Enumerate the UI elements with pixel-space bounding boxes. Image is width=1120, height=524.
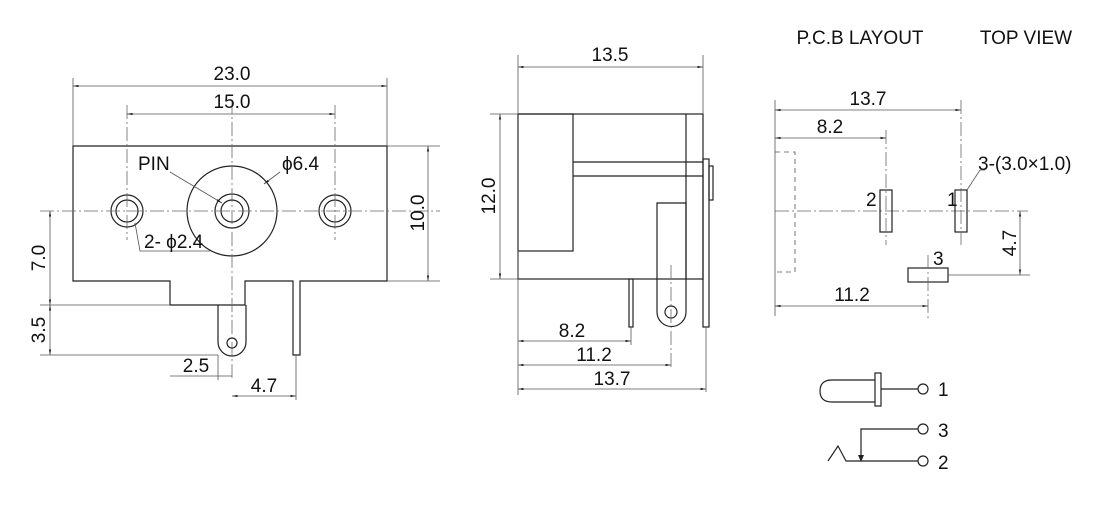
dia-holes: 2- ϕ2.4 xyxy=(144,232,204,253)
dim-pin-spacing: 4.7 xyxy=(251,376,277,397)
dim-height: 10.0 xyxy=(408,195,429,232)
dim-hole-spacing: 15.0 xyxy=(214,92,251,113)
pcb-title: P.C.B LAYOUT xyxy=(796,28,923,49)
dim-side-height: 12.0 xyxy=(479,178,500,215)
pad-spec: 3-(3.0×1.0) xyxy=(978,154,1071,175)
schematic: 1 3 2 xyxy=(819,372,949,474)
pad-label-2: 2 xyxy=(866,190,877,211)
dim-tab: 3.5 xyxy=(29,317,50,343)
pcb-dim-pad3: 11.2 xyxy=(834,285,870,306)
side-view: 13.5 12.0 8.2 11.2 13.7 xyxy=(479,45,714,395)
pin-label: PIN xyxy=(138,154,170,175)
dim-width: 23.0 xyxy=(214,64,251,85)
dim-pin-c: 13.7 xyxy=(594,369,631,390)
pcb-layout: P.C.B LAYOUT TOP VIEW 13.7 8.2 11.2 4.7 … xyxy=(774,28,1072,318)
schematic-pin-2: 2 xyxy=(938,453,949,474)
pcb-dim-offset: 4.7 xyxy=(1000,230,1021,256)
schematic-pin-1: 1 xyxy=(938,380,949,401)
pad-label-3: 3 xyxy=(933,249,944,270)
dim-pin-a: 8.2 xyxy=(559,321,585,342)
pcb-dim-total: 13.7 xyxy=(850,89,887,110)
dia-center: ϕ6.4 xyxy=(282,154,319,175)
dim-center-to-base: 7.0 xyxy=(29,245,50,271)
pcb-dim-pad2: 8.2 xyxy=(817,117,843,138)
schematic-pin-3: 3 xyxy=(938,421,949,442)
dim-depth: 13.5 xyxy=(592,45,629,66)
pad-label-1: 1 xyxy=(947,190,958,211)
front-view: 23.0 15.0 10.0 7.0 3.5 2.5 4.7 PIN ϕ6.4 … xyxy=(29,64,440,400)
dim-pin-b: 11.2 xyxy=(576,345,612,366)
pcb-subtitle: TOP VIEW xyxy=(980,28,1072,49)
dim-pin-offset: 2.5 xyxy=(183,356,209,377)
